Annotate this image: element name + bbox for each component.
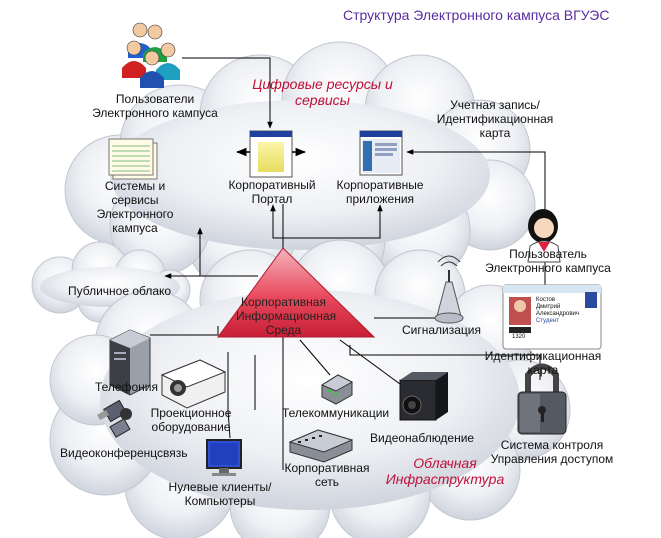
diagram-title: Структура Электронного кампуса ВГУЭС [343,7,610,23]
padlock-icon [517,363,567,435]
systems-services-label: Системы и сервисы Электронного кампуса [90,179,180,235]
users-label-line: Пользователи [115,92,195,106]
router-icon [320,374,354,405]
info-environment-line: Информационная [236,309,337,323]
access-control-line: Управления доступом [490,452,614,466]
projection-line: оборудование [151,420,231,434]
info-environment-triangle [217,247,376,338]
users-label: Пользователи Электронного кампуса [85,92,225,120]
account-card-line: Учетная запись/ [450,98,540,112]
upper-cloud [64,41,536,296]
systems-services-line: Системы и [104,179,166,193]
access-control-label: Система контроля Управления доступом [482,438,622,466]
apps-label-line: приложения [345,192,415,206]
server-icon [109,329,151,396]
access-control-line: Система контроля [500,438,604,452]
corp-network-line: сеть [314,475,340,489]
apps-window-icon [359,130,403,176]
portal-label-line: Корпоративный [228,178,316,192]
card-number: 1320 [512,334,526,340]
info-environment-line: Корпоративная [241,295,326,309]
info-environment-line: Среда [265,323,302,337]
video-surveillance-label: Видеонаблюдение [370,431,475,445]
videoconf-label: Видеоконференцсвязь [60,446,188,460]
public-cloud-label: Публичное облако [68,284,172,298]
projector-icon [160,359,227,409]
monitor-icon [206,439,242,476]
telephony-label: Телефония [95,380,158,394]
cloud-infra-line: Облачная [413,455,477,471]
digital-resources-line: сервисы [295,92,350,108]
digital-resources-label: Цифровые ресурсы и сервисы [240,76,405,108]
card-name-line: Костов [536,297,556,303]
person-icon [527,209,561,263]
single-user-line: Пользователь [509,247,587,261]
digital-resources-line: Цифровые ресурсы и [252,76,393,92]
portal-window-icon [249,130,293,178]
account-card-line: Идентификационная [436,112,554,126]
signaling-label: Сигнализация [402,323,482,337]
corp-network-line: Корпоративная [284,461,370,475]
card-status: Студент [536,318,559,324]
account-card-label: Учетная запись/ Идентификационная карта [430,98,560,140]
id-card-line: Идентификационная [484,349,602,363]
portal-label-line: Портал [251,192,293,206]
id-card-line: карта [527,363,559,377]
cloud-infra-line: Инфраструктура [385,471,505,487]
satellite-icon [97,399,132,438]
card-name: Костов Дмитрий Александрович Студент [536,297,579,325]
cloud-infra-label: Облачная Инфраструктура [375,455,515,487]
portal-label: Корпоративный Портал [222,178,322,206]
info-environment-label: Корпоративная Информационная Среда [236,295,337,337]
systems-services-line: Электронного [96,207,174,221]
account-card-line: карта [479,126,511,140]
telecom-label: Телекоммуникации [282,406,390,420]
card-name-line: Александрович [536,311,580,317]
camera-icon [399,372,448,421]
corp-network-label: Корпоративная сеть [282,461,372,489]
id-card-label: Идентификационная карта [478,349,608,377]
users-label-line: Электронного кампуса [92,106,218,120]
card-name-line: Дмитрий [536,304,561,310]
document-stack-icon [108,138,158,180]
people-group-icon [122,22,180,88]
projection-line: Проекционное [150,406,232,420]
single-user-line: Электронного кампуса [485,261,611,275]
clients-label: Нулевые клиенты/ Компьютеры [160,480,280,508]
id-card-icon [502,284,602,350]
apps-label-line: Корпоративные [336,178,424,192]
network-switch-icon [288,429,354,463]
clients-line: Нулевые клиенты/ [168,480,272,494]
single-user-label: Пользователь Электронного кампуса [478,247,618,275]
projection-label: Проекционное оборудование [146,406,236,434]
apps-label: Корпоративные приложения [330,178,430,206]
antenna-icon [434,255,464,324]
clients-line: Компьютеры [184,494,256,508]
systems-services-line: кампуса [112,221,158,235]
systems-services-line: сервисы [111,193,159,207]
